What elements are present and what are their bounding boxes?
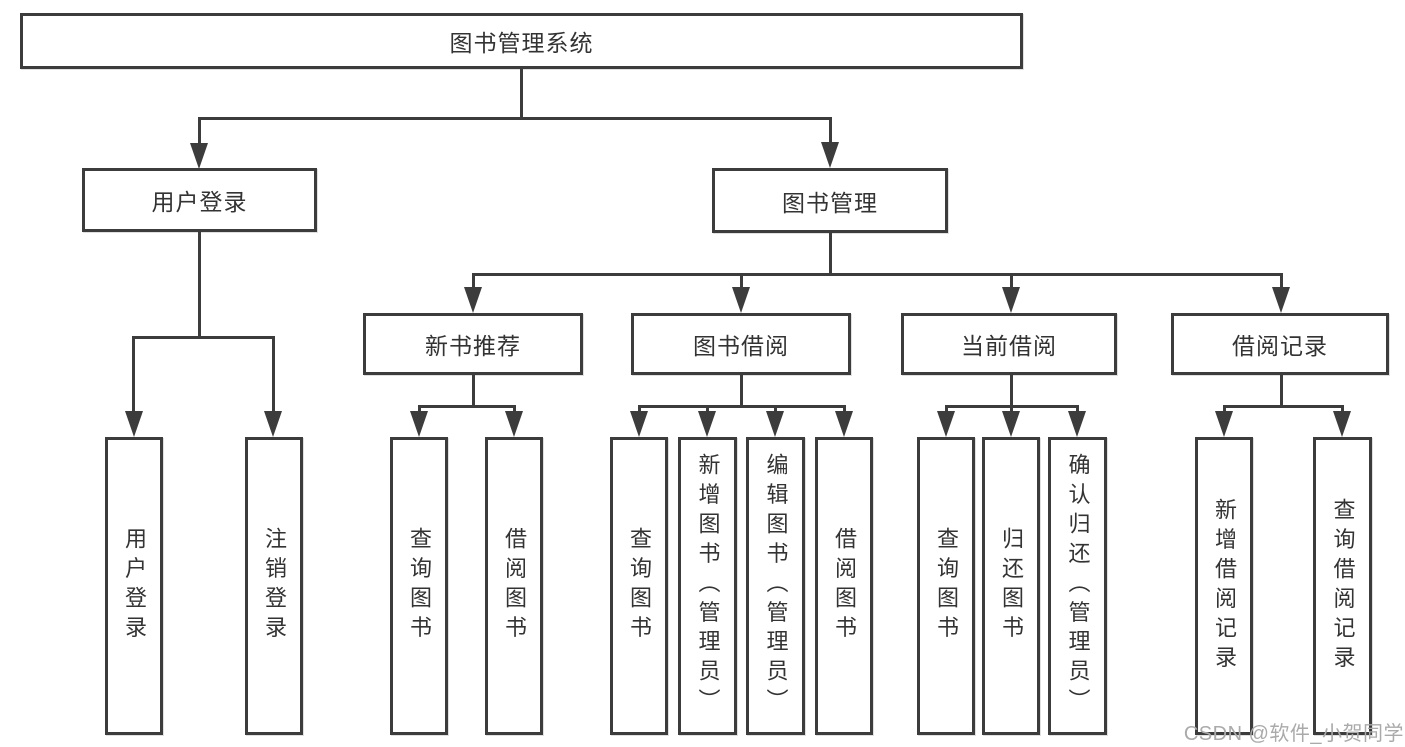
connector-line — [198, 232, 201, 338]
node-leaf-query-borrow-record: 查询借阅记录 — [1313, 437, 1372, 735]
node-label: 图书管理系统 — [449, 30, 594, 56]
node-label: 注销登录 — [262, 527, 287, 645]
node-leaf-return-book: 归还图书 — [982, 437, 1040, 735]
arrow-down-icon — [1215, 411, 1233, 437]
connector-line — [1223, 405, 1344, 408]
connector-line — [945, 405, 948, 414]
node-leaf-add-book-admin: 新增图书（管理员） — [678, 437, 737, 735]
connector-line — [740, 273, 743, 290]
node-label: 新书推荐 — [425, 333, 521, 359]
node-label: 新增借阅记录 — [1212, 497, 1237, 675]
node-label: 查询借阅记录 — [1330, 497, 1356, 675]
arrow-down-icon — [464, 287, 482, 313]
connector-line — [829, 117, 832, 146]
connector-line — [513, 405, 516, 414]
node-new-book-recommendation: 新书推荐 — [363, 313, 583, 375]
node-label: 用户登录 — [151, 189, 248, 215]
connector-line — [132, 336, 275, 339]
arrow-down-icon — [190, 143, 208, 169]
arrow-down-icon — [835, 411, 853, 437]
node-leaf-query-books-borrowing: 查询图书 — [610, 437, 668, 735]
node-leaf-edit-book-admin: 编辑图书（管理员） — [746, 437, 805, 735]
node-label: 借阅图书 — [832, 527, 857, 645]
connector-line — [1010, 273, 1013, 290]
arrow-down-icon — [1272, 287, 1290, 313]
connector-line — [638, 405, 846, 408]
connector-line — [418, 405, 421, 414]
connector-line — [272, 336, 275, 414]
node-label: 编辑图书（管理员） — [763, 453, 789, 719]
node-label: 图书管理 — [782, 189, 878, 216]
connector-line — [198, 117, 201, 147]
watermark: CSDN @软件_小贺同学 — [1183, 723, 1404, 745]
node-current-borrowing: 当前借阅 — [901, 313, 1117, 375]
node-label: 借阅图书 — [502, 527, 527, 645]
connector-line — [1076, 405, 1079, 414]
connector-line — [472, 273, 475, 290]
node-label: 确认归还（管理员） — [1065, 453, 1091, 719]
arrow-down-icon — [264, 411, 282, 437]
node-label: 归还图书 — [999, 527, 1024, 645]
node-label: 查询图书 — [934, 527, 959, 645]
arrow-down-icon — [732, 287, 750, 313]
connector-line — [740, 375, 743, 407]
node-borrowing-records: 借阅记录 — [1171, 313, 1389, 375]
arrow-down-icon — [698, 411, 716, 437]
arrow-down-icon — [1002, 287, 1020, 313]
node-library-management-system: 图书管理系统 — [20, 13, 1023, 69]
connector-line — [1223, 405, 1226, 414]
connector-line — [198, 117, 832, 120]
connector-line — [843, 405, 846, 414]
arrow-down-icon — [821, 142, 839, 168]
node-leaf-user-login: 用户登录 — [105, 437, 163, 735]
connector-line — [132, 336, 135, 414]
node-leaf-query-books-recommend: 查询图书 — [390, 437, 448, 735]
node-label: 用户登录 — [122, 527, 147, 645]
node-label: 图书借阅 — [693, 333, 789, 359]
node-leaf-add-borrow-record: 新增借阅记录 — [1195, 437, 1253, 735]
connector-line — [774, 405, 777, 414]
arrow-down-icon — [505, 411, 523, 437]
node-leaf-borrow-books: 借阅图书 — [815, 437, 873, 735]
connector-line — [1280, 273, 1283, 290]
node-label: 查询图书 — [407, 527, 432, 645]
connector-line — [520, 69, 523, 118]
node-leaf-borrow-books-recommend: 借阅图书 — [485, 437, 543, 735]
node-label: 当前借阅 — [961, 333, 1057, 359]
connector-line — [829, 233, 832, 275]
node-label: 新增图书（管理员） — [695, 453, 721, 719]
connector-line — [1280, 375, 1283, 407]
connector-line — [1010, 375, 1013, 407]
connector-line — [706, 405, 709, 414]
arrow-down-icon — [630, 411, 648, 437]
arrow-down-icon — [410, 411, 428, 437]
arrow-down-icon — [1333, 411, 1351, 437]
node-leaf-confirm-return-admin: 确认归还（管理员） — [1048, 437, 1107, 735]
arrow-down-icon — [766, 411, 784, 437]
arrow-down-icon — [1068, 411, 1086, 437]
node-label: 查询图书 — [627, 527, 652, 645]
node-book-management: 图书管理 — [712, 168, 948, 233]
arrow-down-icon — [125, 411, 143, 437]
node-leaf-query-books-current: 查询图书 — [917, 437, 975, 735]
connector-line — [418, 405, 516, 408]
arrow-down-icon — [1002, 411, 1020, 437]
connector-line — [472, 273, 1283, 276]
node-leaf-logout: 注销登录 — [245, 437, 303, 735]
node-label: 借阅记录 — [1232, 333, 1328, 359]
connector-line — [1341, 405, 1344, 414]
connector-line — [472, 375, 475, 407]
connector-line — [638, 405, 641, 414]
node-user-login: 用户登录 — [82, 168, 317, 232]
node-book-borrowing: 图书借阅 — [631, 313, 851, 375]
connector-line — [1010, 405, 1013, 414]
arrow-down-icon — [937, 411, 955, 437]
